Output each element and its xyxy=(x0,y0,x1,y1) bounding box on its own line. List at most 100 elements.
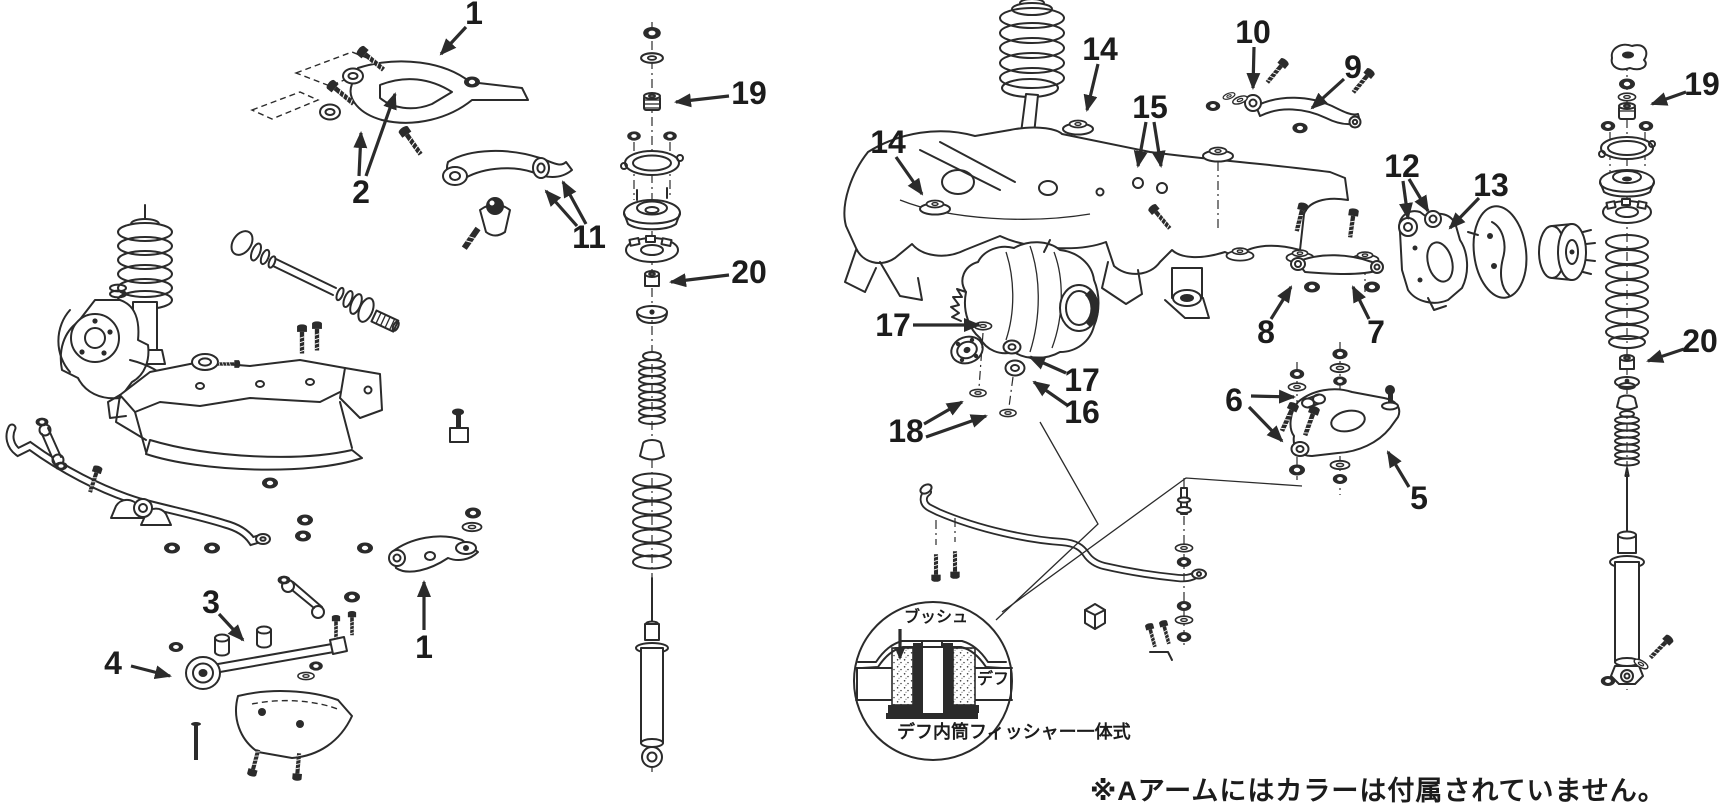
inset-detail: ブッシュ デフ デフ内筒フィッシャー一体式 xyxy=(853,601,1131,761)
callout-20-rear-lock-nut: 20 xyxy=(1646,323,1718,363)
callout-12-knuckle-bushings: 12 xyxy=(1384,148,1430,220)
front-lower-arm xyxy=(295,408,483,603)
callout-label: 10 xyxy=(1235,14,1271,50)
rear-lower-arm xyxy=(1276,342,1401,495)
toe-arm xyxy=(1290,201,1384,293)
callout-14-subframe-cushion-top: 14 xyxy=(1082,31,1118,112)
ball-joint-bracket xyxy=(449,408,469,443)
subframe-bolts xyxy=(296,320,323,354)
callout-10-camber-arm-bolt: 10 xyxy=(1235,14,1271,90)
differential xyxy=(950,239,1100,418)
rear-subframe xyxy=(843,119,1380,319)
rear-coil-spring xyxy=(1605,234,1649,349)
rear-knuckle xyxy=(1398,210,1468,311)
inset-caption: デフ内筒フィッシャー一体式 xyxy=(897,721,1131,742)
callout-19-rear-bump-stop: 19 xyxy=(1650,66,1720,106)
front-strut-exploded-column xyxy=(620,22,684,775)
drive-axle xyxy=(230,230,400,333)
callout-label: 19 xyxy=(731,75,767,111)
brake-backing-plate xyxy=(1467,205,1528,299)
callout-label: 3 xyxy=(202,584,220,620)
inset-diff-label: デフ xyxy=(977,669,1009,688)
callout-6-lower-arm-bushings: 6 xyxy=(1225,382,1296,443)
front-upper-control-arm xyxy=(250,44,529,158)
callout-19-front-bump-stop: 19 xyxy=(674,75,767,111)
callout-label: 7 xyxy=(1367,314,1385,350)
callout-14-subframe-cushion-left: 14 xyxy=(870,124,924,196)
callout-label: 5 xyxy=(1410,480,1428,516)
callout-label: 12 xyxy=(1384,148,1420,184)
rear-shock-boot xyxy=(1614,410,1640,467)
front-coil-spring xyxy=(632,472,672,570)
rear-castellated-seat xyxy=(1602,198,1652,224)
rear-hub xyxy=(1538,223,1596,281)
callout-2-upper-arm-bushings: 2 xyxy=(352,92,397,210)
rear-shock-absorber xyxy=(1600,467,1676,686)
subframe-rear-bracket xyxy=(1164,267,1210,319)
rear-suspension-group xyxy=(843,0,1676,690)
strut-boot xyxy=(638,351,666,425)
callout-label: 20 xyxy=(1682,323,1718,359)
inset-bush-label: ブッシュ xyxy=(904,607,968,626)
callout-label: 8 xyxy=(1257,314,1275,350)
callout-4-tension-rod-bushing: 4 xyxy=(104,645,172,681)
castellated-spring-seat xyxy=(625,235,679,263)
callout-label: 16 xyxy=(1064,394,1100,430)
camber-arm xyxy=(1205,56,1377,134)
callout-label: 9 xyxy=(1344,49,1362,85)
callout-label: 17 xyxy=(875,307,911,343)
callout-15-subframe-holes: 15 xyxy=(1132,89,1168,168)
spring-cup xyxy=(639,439,665,461)
callout-1-front-lower-arm: 1 xyxy=(415,580,433,665)
front-suspension-group xyxy=(5,22,684,782)
callout-label: 2 xyxy=(352,174,370,210)
callout-17-diff-bushing-right: 17 xyxy=(1028,355,1100,398)
callout-label: 18 xyxy=(888,413,924,449)
bump-stop-19 xyxy=(643,92,661,111)
front-compression-arm xyxy=(442,150,573,250)
callout-16-diff-mount: 16 xyxy=(1032,380,1100,430)
callout-8-toe-arm-inner: 8 xyxy=(1257,285,1293,350)
front-subframe xyxy=(107,353,383,471)
callout-label: 13 xyxy=(1473,167,1509,203)
callout-label: 6 xyxy=(1225,382,1243,418)
stabilizer-end-link-2 xyxy=(277,575,325,619)
callout-3-tension-rod: 3 xyxy=(202,584,245,642)
callout-label: 1 xyxy=(465,0,483,31)
stabilizer-cube-bushing xyxy=(1084,603,1106,630)
front-shock-absorber xyxy=(635,577,669,768)
callouts: 1 2 11 19 20 3 4 1 xyxy=(104,0,1720,681)
front-stabilizer-bar xyxy=(5,417,325,619)
callout-label: 1 xyxy=(415,629,433,665)
callout-label: 11 xyxy=(572,219,606,255)
rear-lock-nut-20 xyxy=(1619,354,1635,370)
callout-label: 15 xyxy=(1132,89,1168,125)
callout-18-diff-washers: 18 xyxy=(888,400,988,449)
inset-leader-line-b xyxy=(1001,477,1303,613)
callout-9-camber-arm: 9 xyxy=(1310,49,1362,110)
callout-label: 14 xyxy=(870,124,906,160)
callout-5-rear-lower-arm: 5 xyxy=(1386,450,1428,516)
stabilizer-end-link xyxy=(35,417,68,471)
callout-13-rear-knuckle: 13 xyxy=(1448,167,1509,230)
callout-20-front-lock-nut: 20 xyxy=(669,254,767,290)
footnote-text: ※Aアームにはカラーは付属されていません。 xyxy=(1090,776,1666,806)
inset-leader-line-a xyxy=(995,421,1099,621)
callout-11-compression-arm: 11 xyxy=(544,180,606,255)
front-knuckle-hub xyxy=(57,283,171,400)
tension-rod-collars xyxy=(214,625,272,657)
skid-plate xyxy=(235,690,353,759)
strut-upper-mount xyxy=(623,187,681,231)
tension-rod-assembly xyxy=(168,610,357,782)
rear-strut-exploded-column xyxy=(1598,43,1676,690)
callout-label: 17 xyxy=(1064,362,1100,398)
callout-label: 19 xyxy=(1684,66,1720,102)
callout-17-diff-washer-left: 17 xyxy=(875,307,981,343)
callout-label: 14 xyxy=(1082,31,1118,67)
callout-1-front-upper-arm: 1 xyxy=(439,0,483,56)
callout-label: 20 xyxy=(731,254,767,290)
rear-stabilizer-link xyxy=(1174,478,1194,648)
rear-bump-stop-19 xyxy=(1618,102,1636,120)
